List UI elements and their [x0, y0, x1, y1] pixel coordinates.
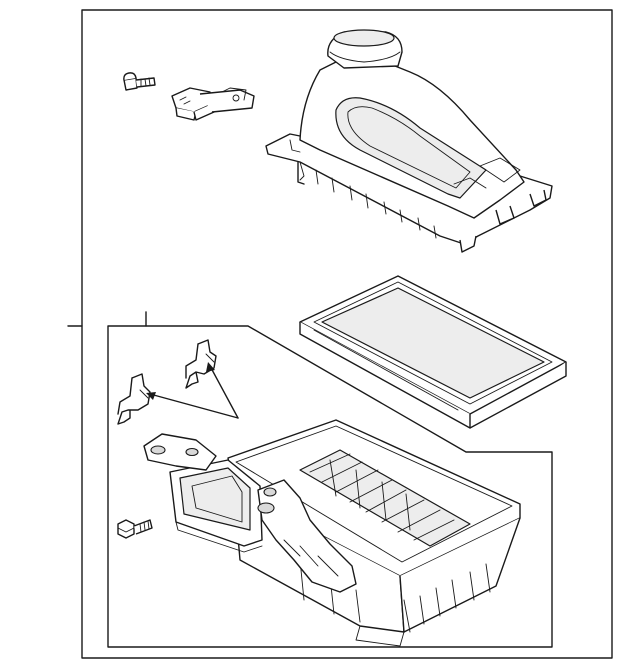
- retaining-clip-icon: [185, 339, 217, 389]
- air-filter-element-icon: [299, 275, 567, 429]
- air-cleaner-housing-icon: [143, 419, 521, 647]
- callout-arrows: [146, 362, 239, 419]
- air-cleaner-cover-icon: [265, 29, 553, 253]
- screw-icon: [123, 72, 156, 91]
- retaining-clip-icon: [117, 373, 151, 425]
- housing-kit-box: [107, 311, 553, 648]
- mass-airflow-sensor-icon: [171, 87, 255, 121]
- outer-frame: [67, 9, 613, 659]
- bolt-icon: [117, 519, 153, 539]
